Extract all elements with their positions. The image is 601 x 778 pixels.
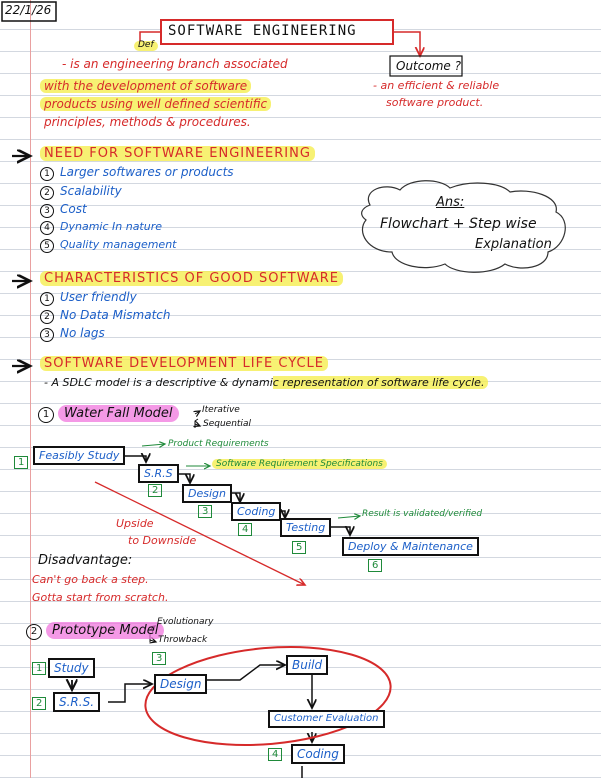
waterfall-num-3: 3 <box>198 505 213 518</box>
downside-label: to Downside <box>128 534 197 547</box>
waterfall-label: Water Fall Model <box>58 405 179 422</box>
build-cycle-loop <box>144 645 392 747</box>
prototype-step-design: Design <box>154 674 208 695</box>
prototype-step-build: Build <box>286 655 329 676</box>
waterfall-step-design: Design <box>182 484 232 504</box>
need-marker-3: 3 <box>40 204 54 218</box>
waterfall-step-deploy: Deploy & Maintenance <box>342 537 479 557</box>
waterfall-note-iterative: Iterative <box>202 405 240 415</box>
prototype-note-evolutionary: Evolutionary <box>157 617 214 627</box>
need-item-4: Dynamic In nature <box>60 220 163 233</box>
prototype-num-3: 3 <box>152 652 167 665</box>
ans-line-1: Flowchart + Step wise <box>380 216 537 232</box>
prototype-num-1: 1 <box>32 662 47 675</box>
page-title: SOFTWARE ENGINEERING <box>168 23 357 39</box>
outcome-line-2: software product. <box>386 96 484 109</box>
char-item-3: No lags <box>60 326 105 340</box>
waterfall-note-sequential: Sequential <box>203 419 251 429</box>
prototype-step-customer-evaluation: Customer Evaluation <box>268 710 385 728</box>
waterfall-step-feasibility: Feasibly Study <box>33 446 126 466</box>
waterfall-step-coding: Coding <box>231 502 282 522</box>
char-heading: CHARACTERISTICS OF GOOD SOFTWARE <box>40 271 343 286</box>
need-marker-2: 2 <box>40 186 54 200</box>
annotation-srs: Software Requirement Specifications <box>212 459 387 469</box>
outcome-box <box>389 55 463 77</box>
char-item-1: User friendly <box>60 290 137 304</box>
outcome-line-1: - an efficient & reliable <box>373 79 500 92</box>
need-item-1: Larger softwares or products <box>60 165 234 179</box>
prototype-num-4: 4 <box>268 748 283 761</box>
annotation-product-requirements: Product Requirements <box>168 439 269 449</box>
definition-line-2: with the development of software <box>40 79 252 93</box>
disadvantage-1: Can't go back a step. <box>32 573 149 586</box>
need-item-2: Scalability <box>60 184 122 198</box>
margin-line <box>30 0 31 778</box>
need-marker-5: 5 <box>40 239 54 253</box>
upside-label: Upside <box>116 517 154 530</box>
outcome-label: Outcome ? <box>396 59 461 73</box>
definition-line-3: products using well defined scientific <box>40 97 272 111</box>
date-label: 22/1/26 <box>5 3 52 17</box>
need-heading: NEED FOR SOFTWARE ENGINEERING <box>40 146 315 161</box>
prototype-num-2: 2 <box>32 697 47 710</box>
disadvantage-title: Disadvantage: <box>38 553 133 568</box>
date-box <box>1 1 57 22</box>
waterfall-step-testing: Testing <box>280 518 332 538</box>
def-tag: Def <box>134 40 158 51</box>
need-item-3: Cost <box>60 202 87 216</box>
waterfall-num-4: 4 <box>238 523 253 536</box>
sdlc-description: - A SDLC model is a descriptive & dynami… <box>40 376 489 389</box>
ans-title: Ans: <box>436 195 465 210</box>
need-marker-4: 4 <box>40 221 54 235</box>
char-marker-1: 1 <box>40 292 54 306</box>
upside-downside-arrow <box>94 481 305 585</box>
ans-line-2: Explanation <box>475 237 552 252</box>
need-item-5: Quality management <box>60 238 177 251</box>
waterfall-num-2: 2 <box>148 484 163 497</box>
prototype-note-throwback: Throwback <box>158 635 208 645</box>
prototype-marker: 2 <box>26 624 42 640</box>
char-item-2: No Data Mismatch <box>60 308 171 322</box>
definition-line-4: principles, methods & procedures. <box>44 115 251 129</box>
ans-cloud <box>361 180 566 273</box>
char-marker-3: 3 <box>40 328 54 342</box>
waterfall-num-6: 6 <box>368 559 383 572</box>
disadvantage-2: Gotta start from scratch. <box>32 591 169 604</box>
annotation-testing: Result is validated/verified <box>362 509 483 519</box>
waterfall-step-srs: S.R.S <box>138 464 179 484</box>
prototype-label: Prototype Model <box>46 622 165 639</box>
waterfall-num-5: 5 <box>292 541 307 554</box>
need-marker-1: 1 <box>40 167 54 181</box>
waterfall-num-1: 1 <box>14 456 29 469</box>
waterfall-marker: 1 <box>38 407 54 423</box>
definition-line-1: - is an engineering branch associated <box>62 57 288 71</box>
char-marker-2: 2 <box>40 310 54 324</box>
prototype-step-srs: S.R.S. <box>53 692 101 713</box>
sdlc-heading: SOFTWARE DEVELOPMENT LIFE CYCLE <box>40 356 329 371</box>
prototype-step-study: Study <box>48 658 95 679</box>
prototype-step-coding: Coding <box>291 744 345 765</box>
